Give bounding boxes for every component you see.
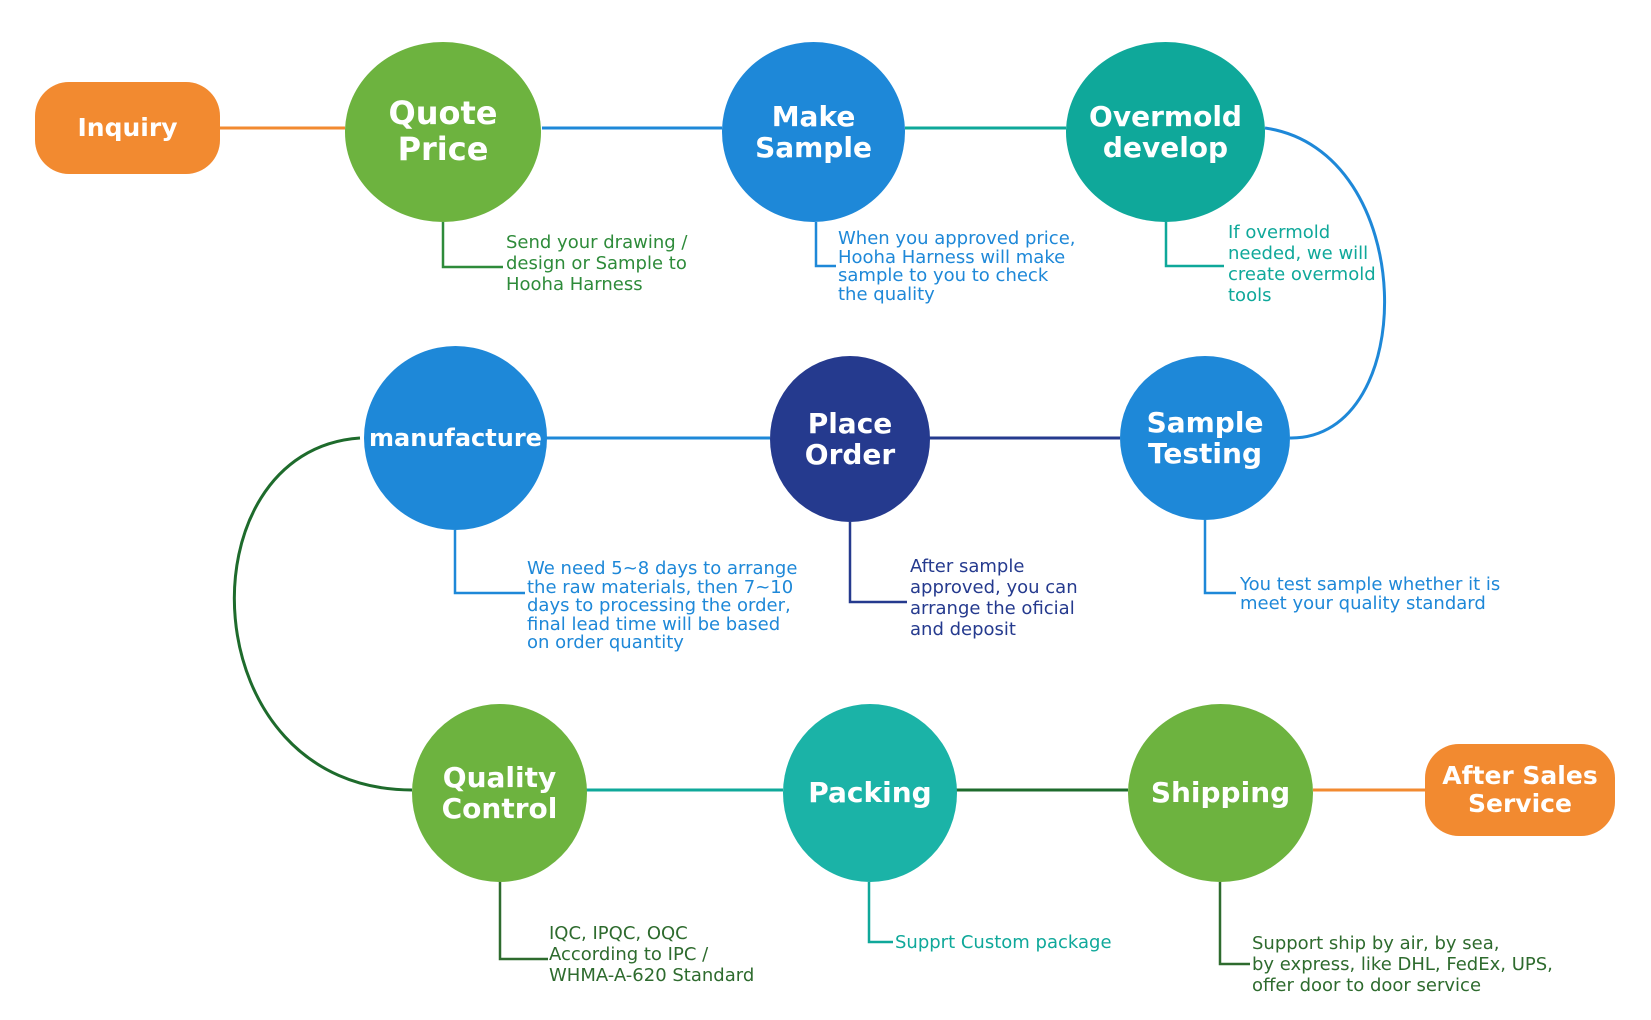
- step-note: After sample approved, you can arrange t…: [910, 556, 1078, 640]
- step-place-order: Place Order: [770, 356, 930, 522]
- step-note: When you approved price, Hooha Harness w…: [838, 228, 1076, 305]
- callout-line-qc: [498, 882, 548, 961]
- step-note: IQC, IPQC, OQC According to IPC / WHMA-A…: [549, 923, 755, 986]
- callout-line-testing: [1203, 520, 1236, 595]
- step-note: We need 5~8 days to arrange the raw mate…: [527, 558, 798, 653]
- step-label: Sample Testing: [1146, 405, 1264, 470]
- inquiry-label: Inquiry: [77, 113, 178, 142]
- callout-line-order: [848, 522, 907, 604]
- step-label: Quote Price: [388, 94, 498, 168]
- connector-overmold-testing: [1264, 126, 1387, 440]
- step-packing: Packing: [783, 704, 957, 882]
- step-quote-price: Quote Price: [345, 42, 541, 222]
- step-note: Support ship by air, by sea, by express,…: [1252, 933, 1553, 996]
- callout-line-overmold: [1164, 222, 1224, 268]
- step-overmold-develop: Overmold develop: [1066, 42, 1265, 222]
- step-make-sample: Make Sample: [722, 42, 905, 222]
- callout-line-quote: [441, 222, 503, 269]
- step-label: manufacture: [369, 423, 542, 452]
- step-label: Quality Control: [441, 760, 558, 825]
- callout-line-packing: [867, 882, 893, 944]
- callout-line-sample: [814, 222, 836, 268]
- after-sales-label: After Sales Service: [1442, 761, 1598, 818]
- step-note: You test sample whether it is meet your …: [1240, 574, 1501, 614]
- step-label: Overmold develop: [1089, 99, 1242, 164]
- step-note: If overmold needed, we will create overm…: [1228, 222, 1376, 306]
- step-label: Packing: [808, 776, 932, 810]
- connector-manufacture-qc: [232, 436, 413, 792]
- step-label: Shipping: [1150, 776, 1291, 810]
- step-label: Make Sample: [755, 99, 872, 164]
- after-sales-pill: After Sales Service: [1425, 744, 1615, 836]
- inquiry-pill: Inquiry: [35, 82, 220, 174]
- step-manufacture: manufacture: [364, 346, 547, 530]
- step-shipping: Shipping: [1128, 704, 1313, 882]
- step-quality-control: Quality Control: [412, 704, 587, 882]
- step-sample-testing: Sample Testing: [1120, 356, 1290, 520]
- step-label: Place Order: [804, 406, 896, 471]
- callout-line-manufacture: [453, 530, 525, 595]
- step-note: Supprt Custom package: [895, 932, 1112, 953]
- callout-line-shipping: [1218, 882, 1250, 966]
- step-note: Send your drawing / design or Sample to …: [506, 232, 688, 295]
